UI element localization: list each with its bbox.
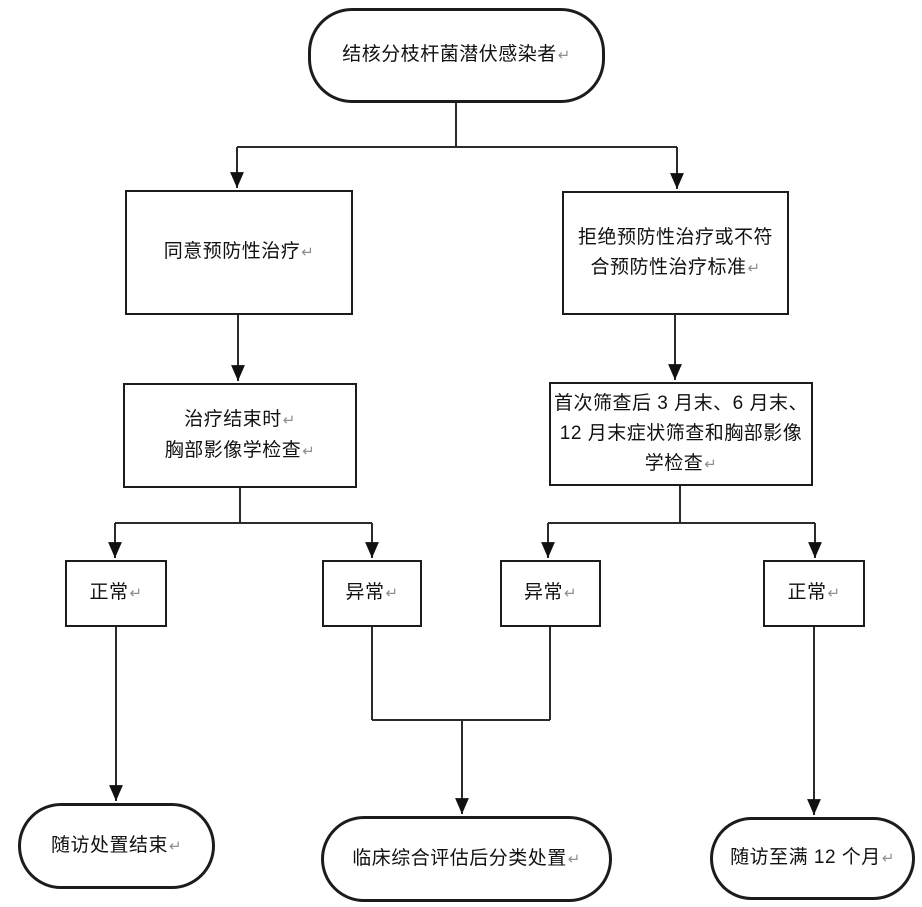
return-mark: ↵: [567, 850, 581, 868]
return-mark: ↵: [301, 244, 315, 261]
node-clinical-eval-label: 临床综合评估后分类处置↵: [352, 847, 581, 869]
return-mark: ↵: [747, 259, 761, 277]
node-refuse-treatment: 拒绝预防性治疗或不符 合预防性治疗标准↵: [562, 191, 789, 315]
node-clinical-eval: 临床综合评估后分类处置↵: [321, 816, 612, 902]
node-followup-12m-label: 随访至满 12 个月↵: [730, 847, 895, 868]
return-mark: ↵: [563, 585, 578, 602]
return-mark: ↵: [827, 585, 841, 602]
node-periodic-screening: 首次筛查后 3 月末、6 月末、 12 月末症状筛查和胸部影像 学检查↵: [549, 382, 813, 486]
return-mark: ↵: [302, 442, 316, 460]
return-mark: ↵: [129, 585, 143, 602]
node-agree-treatment: 同意预防性治疗↵: [125, 190, 353, 315]
return-mark: ↵: [282, 411, 296, 429]
node-normal-right-label: 正常↵: [787, 582, 841, 603]
node-followup-12m: 随访至满 12 个月↵: [710, 817, 915, 900]
node-followup-end: 随访处置结束↵: [18, 803, 215, 889]
node-start: 结核分枝杆菌潜伏感染者↵: [308, 8, 605, 103]
node-refuse-line1: 拒绝预防性治疗或不符: [577, 226, 773, 248]
node-normal-right: 正常↵: [763, 560, 865, 627]
return-mark: ↵: [168, 837, 183, 855]
node-screen-line3: 学检查↵: [644, 452, 718, 474]
node-abnormal-left-label: 异常↵: [345, 582, 399, 603]
return-mark: ↵: [557, 47, 571, 64]
node-screen-line1: 首次筛查后 3 月末、6 月末、: [554, 392, 808, 414]
node-end-of-treatment-exam: 治疗结束时↵ 胸部影像学检查↵: [123, 383, 357, 488]
node-screen-line2: 12 月末症状筛查和胸部影像: [559, 422, 803, 444]
node-abnormal-left: 异常↵: [322, 560, 422, 627]
return-mark: ↵: [385, 585, 399, 602]
return-mark: ↵: [881, 850, 895, 867]
node-start-label: 结核分枝杆菌潜伏感染者↵: [342, 44, 571, 65]
node-refuse-line2: 合预防性治疗标准↵: [590, 256, 761, 278]
node-normal-left: 正常↵: [65, 560, 167, 627]
node-followup-end-label: 随访处置结束↵: [50, 834, 183, 856]
node-abnormal-right: 异常↵: [500, 560, 601, 627]
node-abnormal-right-label: 异常↵: [523, 582, 578, 603]
node-end-exam-line2: 胸部影像学检查↵: [164, 439, 316, 461]
node-end-exam-line1: 治疗结束时↵: [184, 408, 296, 430]
return-mark: ↵: [704, 455, 718, 473]
node-normal-left-label: 正常↵: [89, 582, 143, 603]
node-agree-label: 同意预防性治疗↵: [163, 241, 315, 262]
